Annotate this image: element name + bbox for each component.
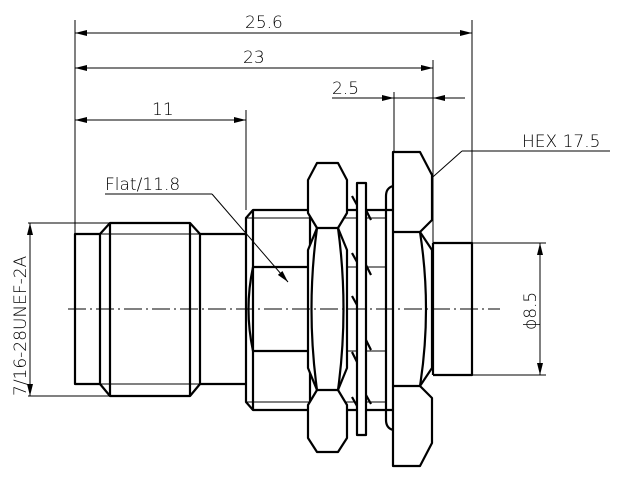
hex-callout: HEX 17.5 [522,132,600,152]
dimension-23: 23 [75,48,433,71]
dim-flange-thickness: 2.5 [332,79,359,99]
dimension-25-6: 25.6 [75,13,472,36]
dimension-2-5: 2.5 [332,79,465,101]
hex-leader: HEX 17.5 [406,132,610,201]
dimension-thread: 7/16-28UNEF-2A [11,223,33,396]
thread-callout: 7/16-28UNEF-2A [11,255,31,396]
dim-front-length: 11 [152,100,174,120]
extension-lines [28,20,546,397]
dimension-11: 11 [75,100,246,123]
dim-length-to-panel: 23 [243,48,265,68]
dim-overall-length: 25.6 [245,13,283,33]
lock-nut [306,161,349,454]
diameter-callout: ϕ8.5 [521,292,541,330]
dimension-diameter: ϕ8.5 [521,243,543,375]
flat-callout: Flat/11.8 [105,175,180,195]
